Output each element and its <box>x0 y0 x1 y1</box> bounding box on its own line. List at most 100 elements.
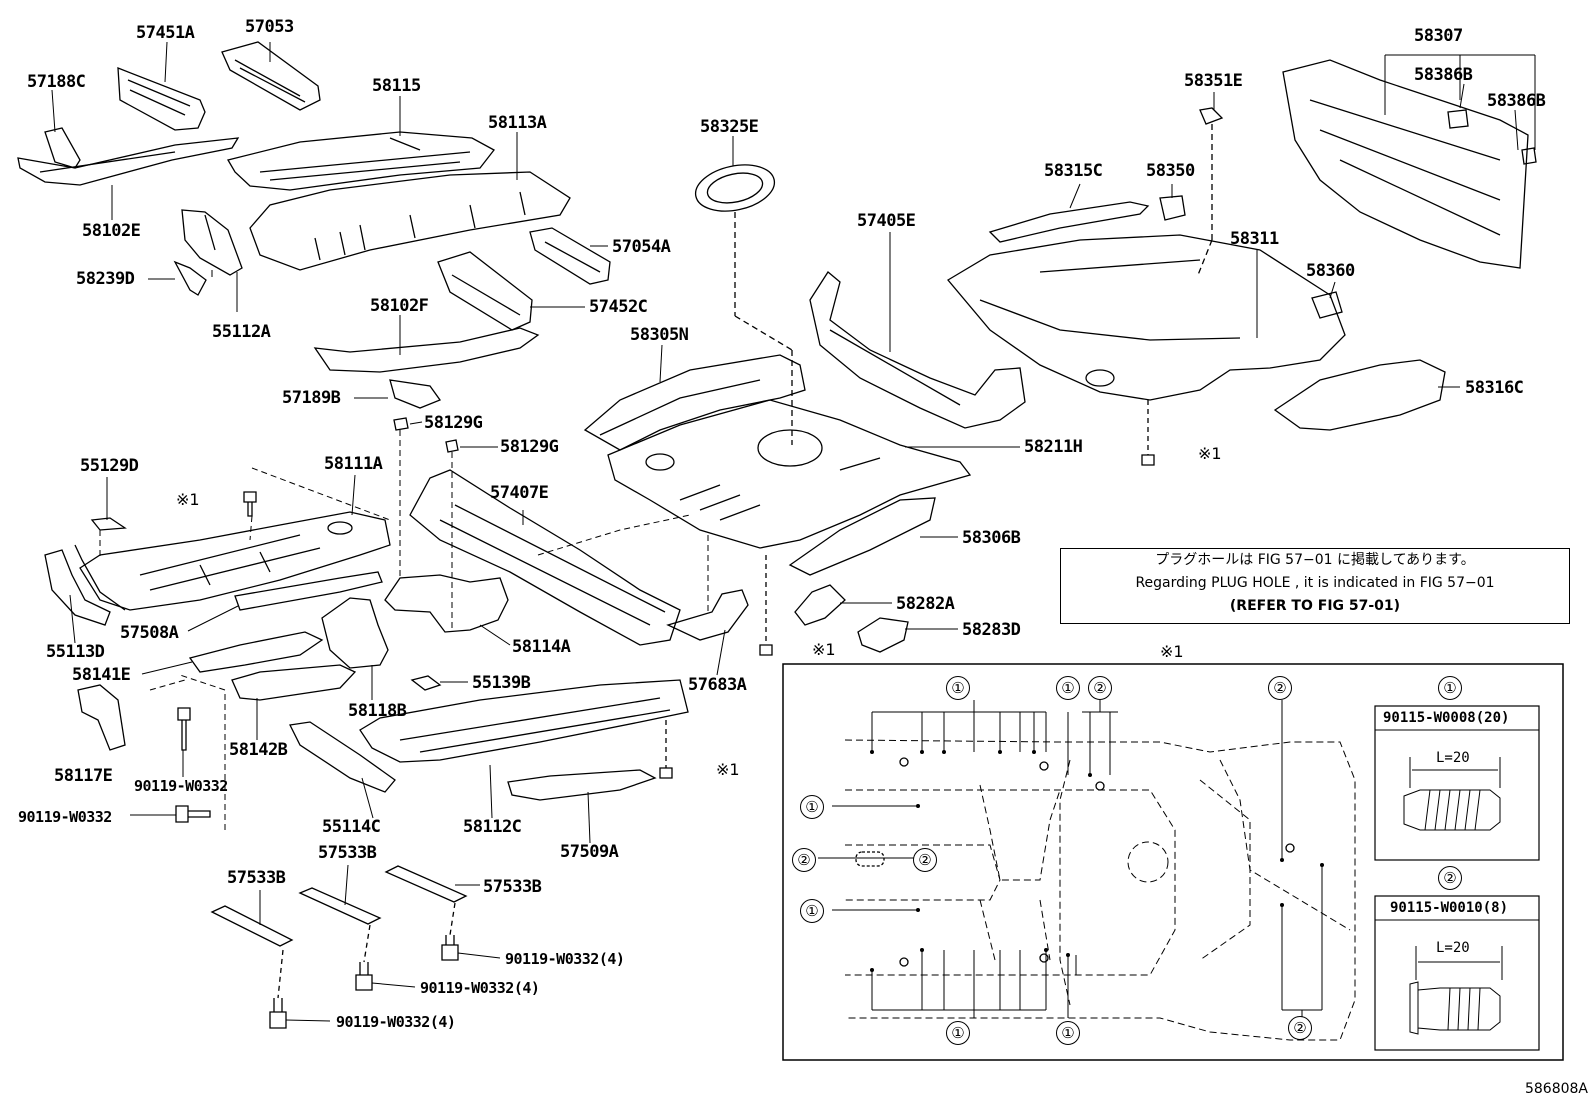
callout-2-d: ② <box>1268 676 1292 700</box>
part-57405E-shape <box>809 271 1026 429</box>
part-58129G-1-shape <box>393 417 409 431</box>
label-55113D: 55113D <box>46 642 105 662</box>
callout-1-d: ① <box>800 899 824 923</box>
label-58360: 58360 <box>1306 261 1355 281</box>
label-58129G-2: 58129G <box>500 437 559 457</box>
bolt-90115-W0008-drawing <box>1403 757 1501 831</box>
label-58316C: 58316C <box>1465 378 1524 398</box>
label-58283D: 58283D <box>962 620 1021 640</box>
bolt-90119-W0332-b-shape <box>175 805 211 823</box>
label-58117E: 58117E <box>54 766 113 786</box>
label-55139B: 55139B <box>472 673 531 693</box>
label-58129G-1: 58129G <box>424 413 483 433</box>
pad-57533B-3-shape <box>384 865 468 903</box>
part-58129G-2-shape <box>445 439 459 453</box>
part-58117E-shape <box>77 684 126 751</box>
spec2-length: L=20 <box>1436 940 1470 956</box>
part-58315C-shape <box>988 201 1150 243</box>
label-58102F: 58102F <box>370 296 429 316</box>
label-57452C: 57452C <box>589 297 648 317</box>
bolt-4-b-shape <box>355 962 373 991</box>
part-55129D-shape <box>90 517 127 531</box>
note-refer: (REFER TO FIG 57-01) <box>1229 598 1401 614</box>
mark1-detail: ※1 <box>1160 642 1184 661</box>
mark1-c: ※1 <box>812 640 836 659</box>
note-line-en: Regarding PLUG HOLE , it is indicated in… <box>1135 575 1495 591</box>
label-57508A: 57508A <box>120 623 179 643</box>
label-57407E: 57407E <box>490 483 549 503</box>
detail-screw-dots <box>870 750 1324 972</box>
part-58102E-shape <box>17 137 240 186</box>
part-55114C-shape <box>289 721 396 793</box>
part-57189B-shape <box>389 379 442 409</box>
screw-mark1-d <box>659 767 673 779</box>
label-55112A: 55112A <box>212 322 271 342</box>
label-55114C: 55114C <box>322 817 381 837</box>
label-57533B-2: 57533B <box>318 843 377 863</box>
label-58386B-1: 58386B <box>1414 65 1473 85</box>
mark1-b: ※1 <box>1198 444 1222 463</box>
spec2-part: 90115-W0010(8) <box>1390 900 1509 916</box>
part-57053-shape <box>221 41 321 111</box>
part-58115-shape <box>227 131 495 191</box>
label-57053: 57053 <box>245 17 294 37</box>
label-57189B: 57189B <box>282 388 341 408</box>
part-57683A-shape <box>666 589 749 641</box>
part-58113A-shape <box>249 171 571 271</box>
plug-hole-note: プラグホールは FIG 57−01 に掲載してあります。 Regarding P… <box>1060 548 1570 624</box>
label-58142B: 58142B <box>229 740 288 760</box>
detail-floor-outline <box>844 739 1356 1041</box>
label-90119-W0332-4-b: 90119-W0332(4) <box>420 979 540 997</box>
pad-57533B-1-shape <box>210 905 294 947</box>
spec1-length: L=20 <box>1436 750 1470 766</box>
part-58386B-2-shape <box>1521 147 1537 165</box>
spec-box-2 <box>1374 895 1540 1051</box>
part-58102F-shape <box>313 327 540 373</box>
spec1-mark: ① <box>1438 676 1462 700</box>
callout-2-c: ② <box>913 848 937 872</box>
fastener-detail-box <box>782 663 1564 1061</box>
callout-2-a: ② <box>1088 676 1112 700</box>
part-58211H-floor-shape <box>607 399 972 549</box>
label-58325E: 58325E <box>700 117 759 137</box>
bolt-4-a-shape <box>441 935 459 961</box>
label-57054A: 57054A <box>612 237 671 257</box>
label-58115: 58115 <box>372 76 421 96</box>
callout-1-b: ① <box>1056 676 1080 700</box>
part-55139B-shape <box>410 675 442 691</box>
label-58351E: 58351E <box>1184 71 1243 91</box>
detail-bracket-lines <box>818 700 1323 1020</box>
bolt-4-c-shape <box>269 998 287 1029</box>
spec1-part: 90115-W0008(20) <box>1383 710 1510 726</box>
label-58311: 58311 <box>1230 229 1279 249</box>
part-58114A-shape <box>384 574 509 633</box>
label-58118B: 58118B <box>348 701 407 721</box>
label-58305N: 58305N <box>630 325 689 345</box>
part-58141E-shape <box>188 631 324 673</box>
part-58112C-shape <box>359 679 689 763</box>
part-58307-shape <box>1282 59 1529 269</box>
label-58112C: 58112C <box>463 817 522 837</box>
label-90119-W0332-4-a: 90119-W0332(4) <box>505 950 625 968</box>
label-58113A: 58113A <box>488 113 547 133</box>
label-90119-W0332-4-c: 90119-W0332(4) <box>336 1013 456 1031</box>
callout-1-e: ① <box>946 1021 970 1045</box>
label-57451A: 57451A <box>136 23 195 43</box>
part-57508A-shape <box>234 571 383 611</box>
part-57451A-shape <box>117 67 206 131</box>
pad-57533B-2-shape <box>298 887 382 925</box>
label-58111A: 58111A <box>324 454 383 474</box>
label-58239D: 58239D <box>76 269 135 289</box>
note-line-jp: プラグホールは FIG 57−01 に掲載してあります。 <box>1155 552 1475 568</box>
part-58360-shape <box>1311 291 1343 319</box>
callout-2-e: ② <box>1288 1016 1312 1040</box>
bolt-90119-W0332-a-shape <box>177 707 191 751</box>
part-58283D-shape <box>857 617 909 653</box>
label-55129D: 55129D <box>80 456 139 476</box>
part-58311-shape <box>947 234 1346 401</box>
label-57533B-3: 57533B <box>483 877 542 897</box>
label-58306B: 58306B <box>962 528 1021 548</box>
part-58306B-shape <box>788 497 936 576</box>
part-55113D-shape <box>44 544 126 626</box>
label-58114A: 58114A <box>512 637 571 657</box>
